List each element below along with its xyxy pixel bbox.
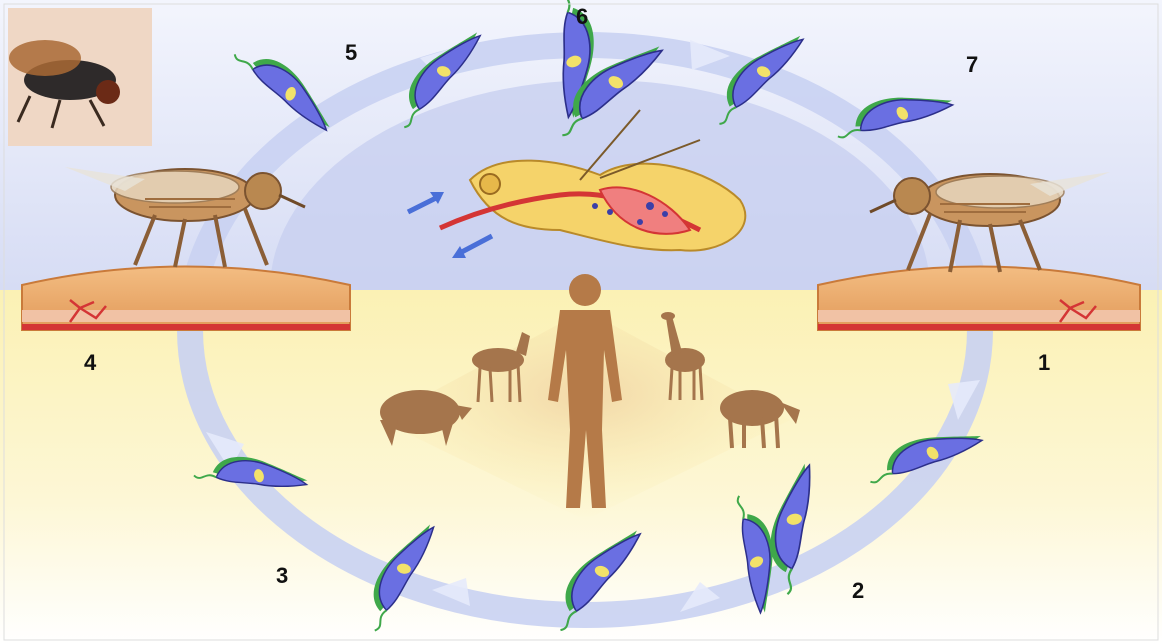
stage-label-6: 6 [576,4,588,30]
skin-right [818,267,1140,331]
skin-left [22,267,350,331]
stage-label-4: 4 [84,350,96,376]
stage-label-5: 5 [345,40,357,66]
stage-label-3: 3 [276,563,288,589]
stage-label-2: 2 [852,578,864,604]
tsetse-fly-photo-icon [8,8,152,146]
stage-label-7: 7 [966,52,978,78]
stage-label-1: 1 [1038,350,1050,376]
